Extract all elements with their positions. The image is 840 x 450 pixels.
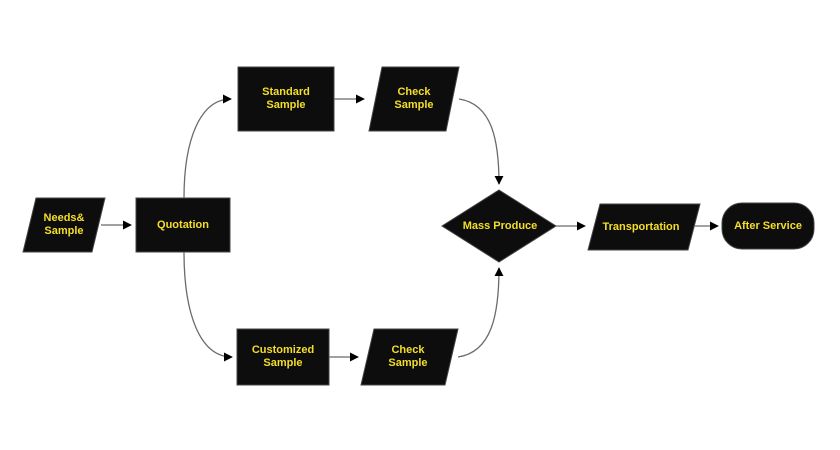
node-quotation[interactable]: [135, 197, 231, 253]
node-check-sample-top[interactable]: [368, 66, 460, 132]
node-needs-sample[interactable]: [22, 197, 106, 253]
node-customized-sample[interactable]: [236, 328, 330, 386]
edge-quotation-to-standard: [183, 94, 232, 199]
node-after-service[interactable]: [721, 202, 815, 250]
node-mass-produce[interactable]: [441, 189, 557, 263]
edge-quotation-to-customized: [183, 251, 233, 362]
node-check-sample-bottom[interactable]: [360, 328, 459, 386]
node-transportation[interactable]: [587, 203, 701, 251]
edge-check-bot-to-mass: [457, 267, 504, 358]
node-standard-sample[interactable]: [237, 66, 335, 132]
edge-check-top-to-mass: [458, 98, 504, 185]
